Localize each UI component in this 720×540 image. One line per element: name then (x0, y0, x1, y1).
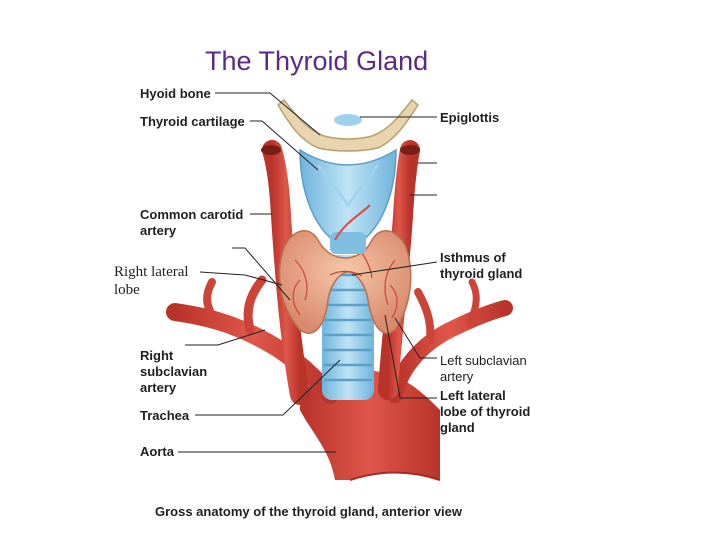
label-isthmus: Isthmus of thyroid gland (440, 250, 523, 281)
trachea (322, 255, 374, 400)
hyoid-bone (277, 98, 419, 152)
label-aorta: Aorta (140, 444, 174, 459)
label-left-subclavian-artery: Left subclavian artery (440, 353, 527, 384)
label-right-subclavian-artery: Right subclavian artery (140, 348, 208, 395)
label-hyoid-bone: Hyoid bone (140, 86, 211, 101)
common-carotid-arteries (261, 140, 420, 405)
leader-lines (178, 92, 438, 453)
page-title: The Thyroid Gland (205, 46, 429, 76)
label-epiglottis: Epiglottis (440, 110, 500, 125)
left-subclavian-artery (387, 278, 513, 403)
label-trachea: Trachea (140, 408, 190, 423)
figure-caption: Gross anatomy of the thyroid gland, ante… (155, 504, 462, 519)
label-left-lateral-lobe: Left lateral lobe of thyroid gland (440, 388, 531, 435)
label-common-carotid-artery: Common carotid artery (140, 207, 244, 238)
right-subclavian-artery (166, 275, 339, 404)
label-thyroid-cartilage: Thyroid cartilage (140, 114, 245, 129)
thyroid-gland (278, 230, 412, 334)
larynx (299, 148, 397, 254)
label-right-lateral-lobe: Right lateral lobe (114, 264, 189, 298)
